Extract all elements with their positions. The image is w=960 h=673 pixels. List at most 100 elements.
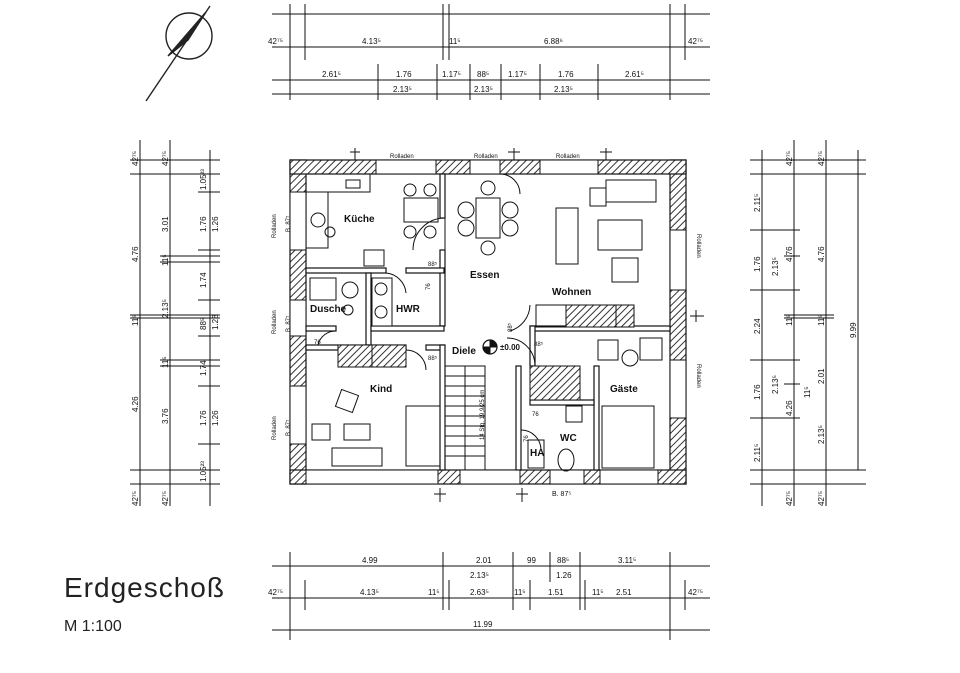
dim-left-col3b: 1.26 [211, 216, 220, 232]
dim-bottom-r1: 2.01 [476, 556, 492, 565]
dim-top-r3: 2.13⁵ [474, 85, 493, 94]
dim-top-r2: 88⁵ [477, 70, 489, 79]
dim-left-col3b: 1.28 [211, 314, 220, 330]
dim-bottom-r2: 1.51 [548, 588, 564, 597]
dim-top-r3: 2.13⁵ [554, 85, 573, 94]
dim-right-edge-top: 42⁷⁵ [817, 151, 826, 166]
room-label-dusche: Dusche [310, 304, 347, 315]
dim-left-col2: 3.76 [161, 408, 170, 424]
door-swings [317, 173, 542, 451]
dim-top-r1: 4.13⁵ [362, 37, 381, 46]
rolladen-label: Rolladen [695, 234, 701, 258]
dim-bottom-r1: 3.11⁵ [618, 556, 636, 565]
room-label-gaeste: Gäste [610, 384, 638, 395]
room-label-diele: Diele [452, 346, 476, 357]
room-labels: Küche Essen Wohnen Dusche HWR Diele Kind… [310, 214, 638, 459]
dim-top-r2: 1.76 [558, 70, 574, 79]
room-label-ha: HA [530, 448, 544, 459]
rolladen-label: Rolladen [272, 416, 278, 440]
rolladen-label: Rolladen [474, 154, 498, 160]
dim-left-col3: 1.76 [199, 410, 208, 426]
dim-left-col1: 4.26 [131, 396, 140, 412]
dim-right-col1: 2.24 [753, 318, 762, 334]
dim-right-col1: 2.11⁵ [753, 444, 762, 462]
dim-top-r2: 1.76 [396, 70, 412, 79]
sill-label: B. 87⁵ [285, 215, 292, 232]
furniture [305, 173, 663, 472]
door-width-label: 88⁵ [428, 261, 438, 268]
top-dimension-labels: 42⁷⁵ 4.13⁵ 11⁵ 6.88⁶ 42⁷⁵ 2.61⁵ 1.76 1.1… [268, 37, 703, 94]
dim-left-col3: 1.05²³ [199, 461, 208, 482]
bottom-dimension-labels: 4.99 2.01 99 88⁵ 3.11⁵ 2.13⁵ 1.26 42⁷⁵ 4… [268, 556, 703, 629]
dim-right-edge-bottom: 42⁷⁵ [817, 491, 826, 506]
dim-right-col2: 11⁵ [785, 314, 794, 326]
dim-bottom-r2: 11⁵ [428, 588, 440, 597]
room-label-essen: Essen [470, 270, 499, 281]
right-dimension-labels: 42⁷⁵ 42⁷⁵ 2.11⁵ 1.76 2.24 1.76 2.11⁵ 2.1… [753, 151, 858, 506]
dim-left-edge-bottom: 42⁷⁵ [161, 491, 170, 506]
room-label-wc: WC [560, 433, 577, 444]
dim-left-col3: 1.05²³ [199, 169, 208, 190]
dim-bottom-r2: 2.63⁵ [470, 588, 489, 597]
dim-left-col2: 11⁵ [161, 254, 170, 266]
door-width-label: 76 [524, 435, 530, 442]
rolladen-label: Rolladen [272, 310, 278, 334]
stair-label: 14 Stg. 19,9/25 cm [480, 390, 486, 440]
drawing-title: Erdgeschoß [64, 572, 225, 603]
dim-bottom-r2: 11⁵ [592, 588, 604, 597]
rolladen-label: Rolladen [272, 214, 278, 238]
rolladen-label: Rolladen [556, 154, 580, 160]
rolladen-label: Rolladen [390, 154, 414, 160]
dim-bottom-r1b: 1.26 [556, 571, 572, 580]
dim-right-col2: 2.13⁵ [771, 375, 780, 394]
dim-top-r2: 2.61⁵ [322, 70, 341, 79]
dim-bottom-r2: 4.13⁵ [360, 588, 379, 597]
dim-right-col2: 2.13⁵ [771, 257, 780, 276]
plan-annotations: Rolladen Rolladen Rolladen Rolladen Roll… [272, 154, 701, 498]
dim-right-edge-top: 42⁷⁵ [785, 151, 794, 166]
dim-left-col3: 88⁵ [199, 318, 208, 330]
door-width-label: 76 [426, 283, 432, 290]
dim-top-r2: 1.17⁵ [508, 70, 527, 79]
dim-top-r2: 1.17⁵ [442, 70, 461, 79]
dim-right-col1: 2.11⁵ [753, 194, 762, 212]
dim-left-col2: 11⁵ [161, 356, 170, 368]
rolladen-label: Rolladen [695, 364, 701, 388]
dim-right-col3: 11⁵ [817, 314, 826, 326]
dim-bottom-r2: 2.51 [616, 588, 632, 597]
dim-left-col2: 3.01 [161, 216, 170, 232]
dim-bottom-r1: 4.99 [362, 556, 378, 565]
room-label-kind: Kind [370, 384, 392, 395]
dim-bottom-edge-right: 42⁷⁵ [688, 588, 703, 597]
sill-label: B. 87⁵ [285, 315, 292, 332]
north-arrow-icon [145, 5, 213, 102]
top-dimension-chains [272, 4, 710, 100]
dim-bottom-total: 11.99 [473, 620, 493, 629]
sill-label: B. 87⁵ [285, 419, 292, 436]
dim-left-col3b: 1.26 [211, 410, 220, 426]
bottom-dimension-chains [272, 552, 710, 640]
dim-left-col2: 2.13⁵ [161, 299, 170, 318]
room-label-hwr: HWR [396, 304, 421, 315]
door-width-label: 88⁵ [428, 355, 438, 362]
dim-left-col1: 4.76 [131, 246, 140, 262]
dim-right-col3b: 11⁵ [803, 386, 812, 398]
dim-top-r1: 11⁵ [449, 37, 461, 46]
dim-top-r2: 2.61⁵ [625, 70, 644, 79]
sill-label: B. 87⁵ [552, 491, 571, 498]
door-width-label: 76 [314, 340, 321, 346]
section-markers [350, 148, 704, 502]
room-label-wohnen: Wohnen [552, 287, 591, 298]
dim-left-col3: 1.76 [199, 216, 208, 232]
dim-top-r1: 6.88⁶ [544, 37, 563, 46]
dim-left-edge-top: 42⁷⁵ [161, 151, 170, 166]
door-width-label: 88⁵ [507, 322, 514, 332]
dim-right-col3: 4.76 [785, 246, 794, 262]
dim-bottom-r2: 11⁵ [514, 588, 526, 597]
dim-left-col1: 11⁵ [131, 314, 140, 326]
dim-right-edge-bottom: 42⁷⁵ [785, 491, 794, 506]
dim-left-edge-top: 42⁷⁵ [131, 151, 140, 166]
dim-left-edge-bottom: 42⁷⁵ [131, 491, 140, 506]
left-dimension-chains [130, 140, 220, 506]
room-label-kueche: Küche [344, 214, 375, 225]
